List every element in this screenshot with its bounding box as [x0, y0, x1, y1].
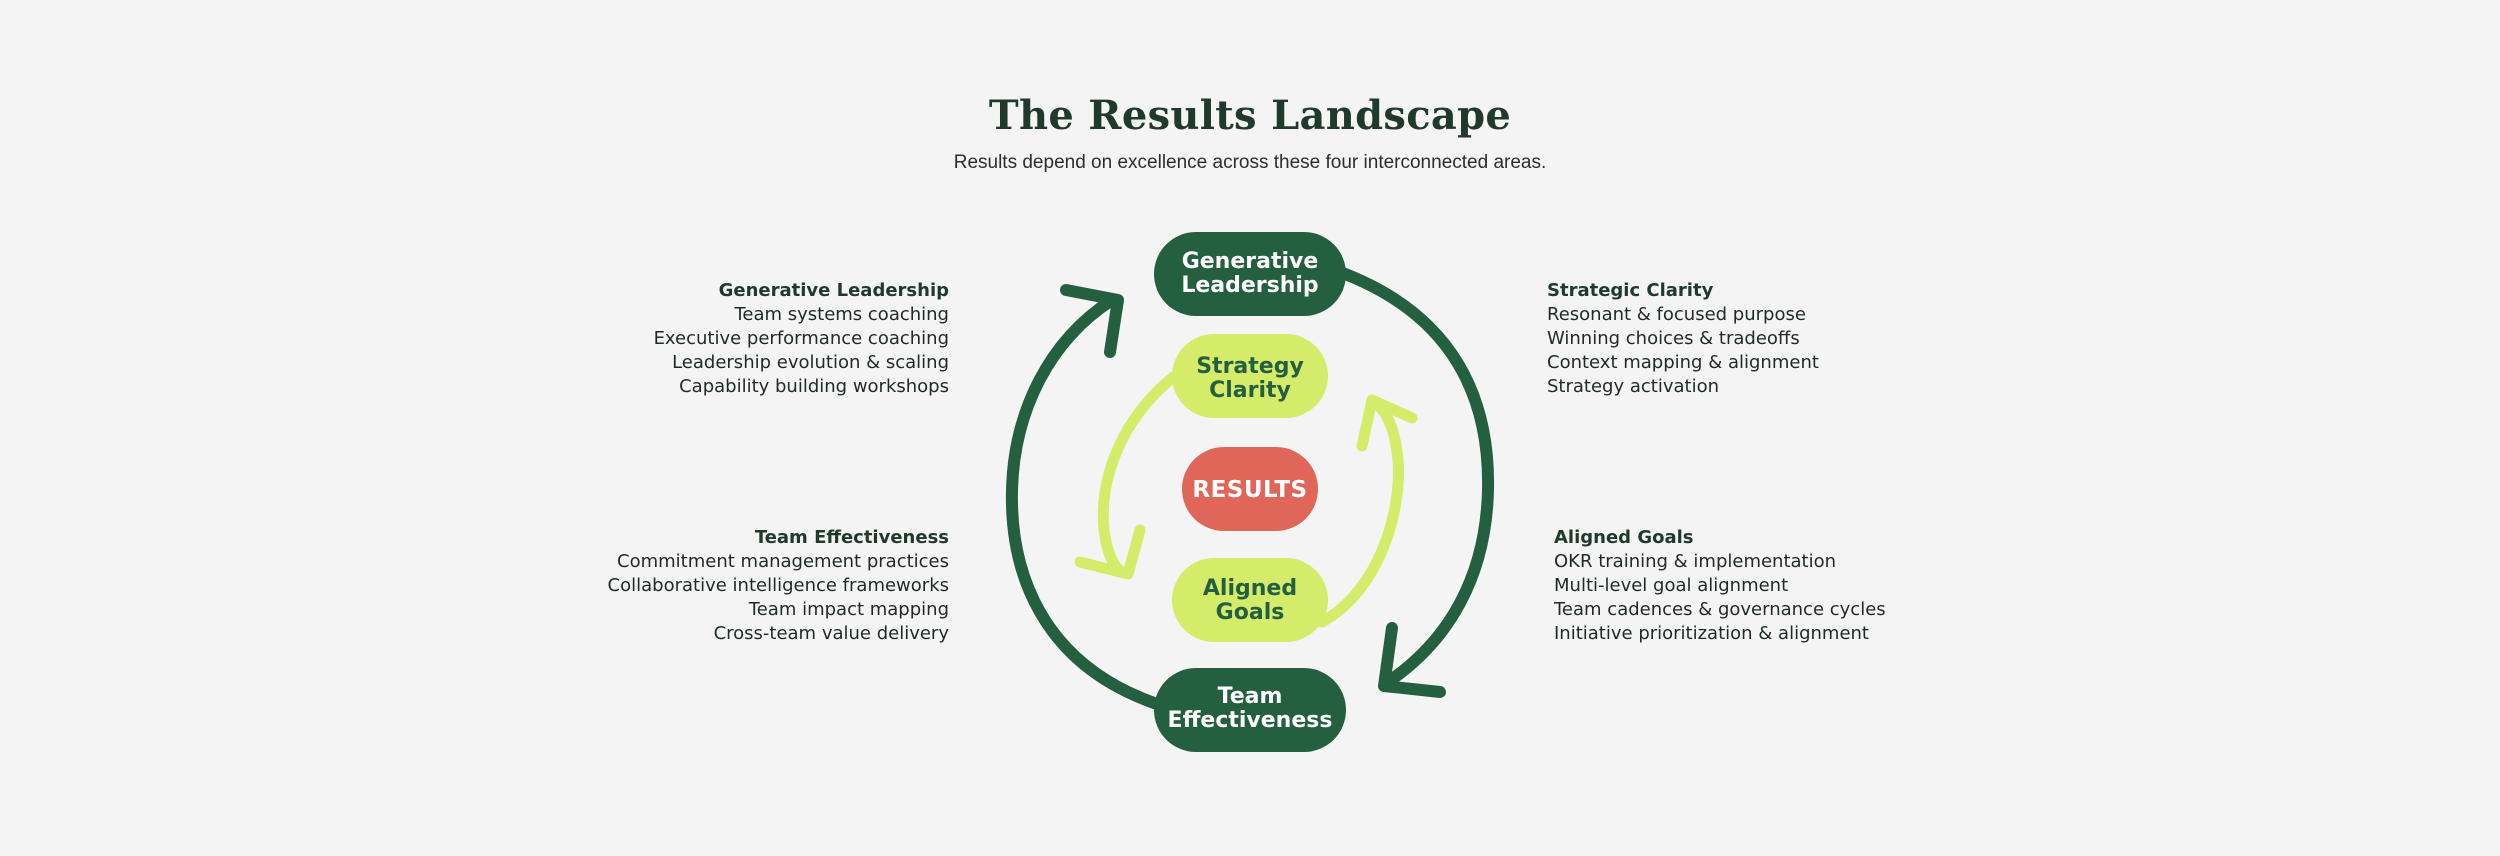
outer-cycle-arc-left [1005, 294, 1166, 711]
area-strategic-clarity: Strategic Clarity Resonant & focused pur… [1547, 279, 1819, 399]
list-item: Winning choices & tradeoffs [1547, 328, 1800, 349]
outer-arrowhead-right [1378, 622, 1446, 698]
node-aligned-goals-line1: Aligned [1203, 576, 1297, 601]
area-aligned-goals: Aligned Goals OKR training & implementat… [1554, 526, 1886, 646]
node-strategy-clarity-line2: Clarity [1209, 378, 1291, 403]
area-generative-leadership-list: Team systems coaching Executive performa… [654, 303, 949, 399]
node-generative-leadership-line2: Leadership [1181, 273, 1318, 298]
node-strategy-clarity: Strategy Clarity [1172, 334, 1328, 418]
list-item: OKR training & implementation [1554, 551, 1837, 572]
node-team-effectiveness-line2: Effectiveness [1168, 708, 1333, 733]
page-title: The Results Landscape [988, 92, 1512, 139]
list-item: Capability building workshops [679, 376, 949, 397]
area-strategic-clarity-list: Resonant & focused purpose Winning choic… [1547, 303, 1819, 399]
page-subtitle: Results depend on excellence across thes… [953, 152, 1547, 173]
outer-arrowhead-left [1060, 284, 1124, 358]
list-item: Initiative prioritization & alignment [1554, 623, 1869, 644]
list-item: Leadership evolution & scaling [672, 352, 949, 373]
list-item: Strategy activation [1547, 376, 1719, 397]
list-item: Commitment management practices [617, 551, 949, 572]
inner-cycle-arc-right [1316, 396, 1404, 628]
node-aligned-goals-line2: Goals [1216, 600, 1285, 625]
area-generative-leadership-title: Generative Leadership [718, 280, 949, 301]
node-team-effectiveness-line1: Team [1218, 684, 1283, 709]
list-item: Cross-team value delivery [713, 623, 949, 644]
area-strategic-clarity-title: Strategic Clarity [1547, 280, 1714, 301]
list-item: Multi-level goal alignment [1554, 575, 1789, 596]
node-results: RESULTS [1182, 447, 1318, 531]
list-item: Collaborative intelligence frameworks [607, 575, 949, 596]
list-item: Team impact mapping [748, 599, 949, 620]
area-aligned-goals-list: OKR training & implementation Multi-leve… [1554, 550, 1886, 646]
node-strategy-clarity-line1: Strategy [1196, 354, 1304, 379]
list-item: Resonant & focused purpose [1547, 304, 1806, 325]
node-team-effectiveness: Team Effectiveness [1154, 668, 1346, 752]
area-generative-leadership: Generative Leadership Team systems coach… [654, 279, 949, 399]
area-team-effectiveness: Team Effectiveness Commitment management… [608, 526, 949, 646]
outer-cycle-arc-right [1334, 266, 1495, 688]
area-team-effectiveness-title: Team Effectiveness [754, 527, 949, 548]
list-item: Context mapping & alignment [1547, 352, 1819, 373]
list-item: Team systems coaching [734, 304, 949, 325]
node-results-label: RESULTS [1192, 477, 1307, 503]
node-generative-leadership-line1: Generative [1182, 249, 1319, 274]
list-item: Team cadences & governance cycles [1554, 599, 1886, 620]
area-aligned-goals-title: Aligned Goals [1554, 527, 1694, 548]
inner-arrowhead-left [1074, 524, 1146, 580]
node-generative-leadership: Generative Leadership [1154, 232, 1346, 316]
list-item: Executive performance coaching [653, 328, 949, 349]
node-aligned-goals: Aligned Goals [1172, 558, 1328, 642]
area-team-effectiveness-list: Commitment management practices Collabor… [608, 550, 949, 646]
inner-arrowhead-right [1356, 394, 1418, 452]
